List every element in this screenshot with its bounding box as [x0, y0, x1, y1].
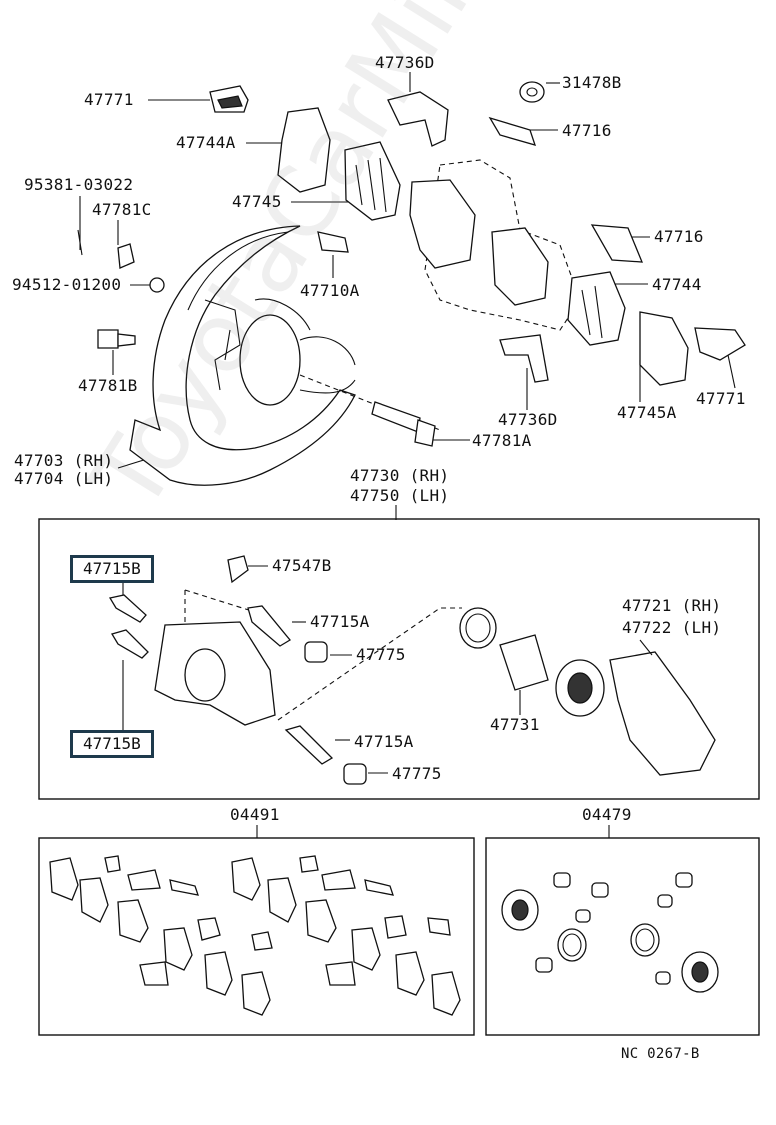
label-47731[interactable]: 47731	[490, 715, 540, 734]
label-47781a[interactable]: 47781A	[472, 431, 532, 450]
label-95381-03022[interactable]: 95381-03022	[24, 175, 134, 194]
label-47745[interactable]: 47745	[232, 192, 282, 211]
label-47730-rh[interactable]: 47730 (RH)	[350, 466, 450, 485]
label-47716[interactable]: 47716	[562, 121, 612, 140]
label-47721-rh[interactable]: 47721 (RH)	[622, 596, 722, 615]
label-94512-01200[interactable]: 94512-01200	[12, 275, 122, 294]
label-47781c[interactable]: 47781C	[92, 200, 152, 219]
label-04479[interactable]: 04479	[582, 805, 632, 824]
diagram-reference-code: NC 0267-B	[621, 1046, 700, 1062]
label-47715a-bottom[interactable]: 47715A	[354, 732, 414, 751]
label-47547b[interactable]: 47547B	[272, 556, 332, 575]
label-31478b[interactable]: 31478B	[562, 73, 622, 92]
label-47750-lh[interactable]: 47750 (LH)	[350, 486, 450, 505]
label-47704-lh[interactable]: 47704 (LH)	[14, 469, 114, 488]
label-47715b-highlighted-bottom[interactable]: 47715B	[70, 730, 154, 758]
label-47715b-highlighted[interactable]: 47715B	[70, 555, 154, 583]
label-47771[interactable]: 47771	[84, 90, 134, 109]
label-47710a[interactable]: 47710A	[300, 281, 360, 300]
label-47716-mid[interactable]: 47716	[654, 227, 704, 246]
label-47771-bottom[interactable]: 47771	[696, 389, 746, 408]
label-47715a[interactable]: 47715A	[310, 612, 370, 631]
label-47775-bottom[interactable]: 47775	[392, 764, 442, 783]
label-47736d[interactable]: 47736D	[375, 53, 435, 72]
label-47736d-bottom[interactable]: 47736D	[498, 410, 558, 429]
label-47744a[interactable]: 47744A	[176, 133, 236, 152]
label-47775[interactable]: 47775	[356, 645, 406, 664]
label-47781b[interactable]: 47781B	[78, 376, 138, 395]
label-47745a[interactable]: 47745A	[617, 403, 677, 422]
label-47703-rh[interactable]: 47703 (RH)	[14, 451, 114, 470]
label-47722-lh[interactable]: 47722 (LH)	[622, 618, 722, 637]
label-04491[interactable]: 04491	[230, 805, 280, 824]
label-47744[interactable]: 47744	[652, 275, 702, 294]
